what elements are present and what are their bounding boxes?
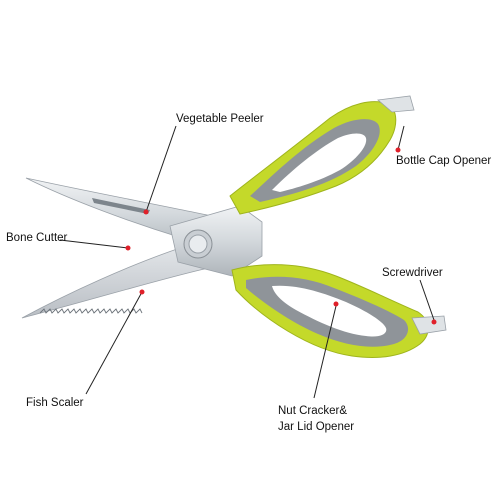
leader-bottle-cap-opener [397, 125, 405, 151]
leader-fish-scaler [85, 291, 143, 395]
peeler-slot [92, 198, 150, 214]
leader-screwdriver [419, 279, 435, 321]
label-screwdriver-text: Screwdriver [382, 267, 443, 279]
label-vegetable-peeler-text: Vegetable Peeler [176, 113, 264, 125]
leader-vegetable-peeler [145, 125, 177, 213]
label-fish-scaler: Fish Scaler [26, 396, 84, 412]
label-bone-cutter: Bone Cutter [6, 231, 67, 247]
label-fish-scaler-text: Fish Scaler [26, 397, 84, 409]
bottle-opener-hook [377, 95, 415, 113]
lower-handle [231, 264, 447, 358]
label-nut-cracker-line1: Nut Cracker& [278, 405, 348, 417]
label-bottle-cap-opener-text: Bottle Cap Opener [396, 155, 492, 167]
marker-bone-cutter [125, 245, 131, 251]
upper-handle [229, 95, 415, 215]
leader-nut-cracker [313, 305, 337, 399]
marker-dots [125, 147, 437, 325]
marker-fish-scaler [139, 289, 145, 295]
label-nut-cracker-line2: Jar Lid Opener [278, 420, 355, 433]
pivot-screw [183, 229, 213, 259]
marker-bottle-cap-opener [395, 147, 401, 153]
label-nut-cracker: Nut Cracker& Jar Lid Opener [278, 404, 354, 435]
leader-bone-cutter [59, 239, 129, 249]
label-screwdriver: Screwdriver [382, 266, 443, 282]
leader-lines [59, 125, 435, 399]
serrated-edge [39, 308, 143, 314]
marker-nut-cracker [333, 301, 339, 307]
marker-screwdriver [431, 319, 437, 325]
marker-vegetable-peeler [143, 209, 149, 215]
label-vegetable-peeler: Vegetable Peeler [176, 112, 264, 128]
label-bottle-cap-opener: Bottle Cap Opener [396, 154, 491, 170]
label-bone-cutter-text: Bone Cutter [6, 232, 68, 244]
